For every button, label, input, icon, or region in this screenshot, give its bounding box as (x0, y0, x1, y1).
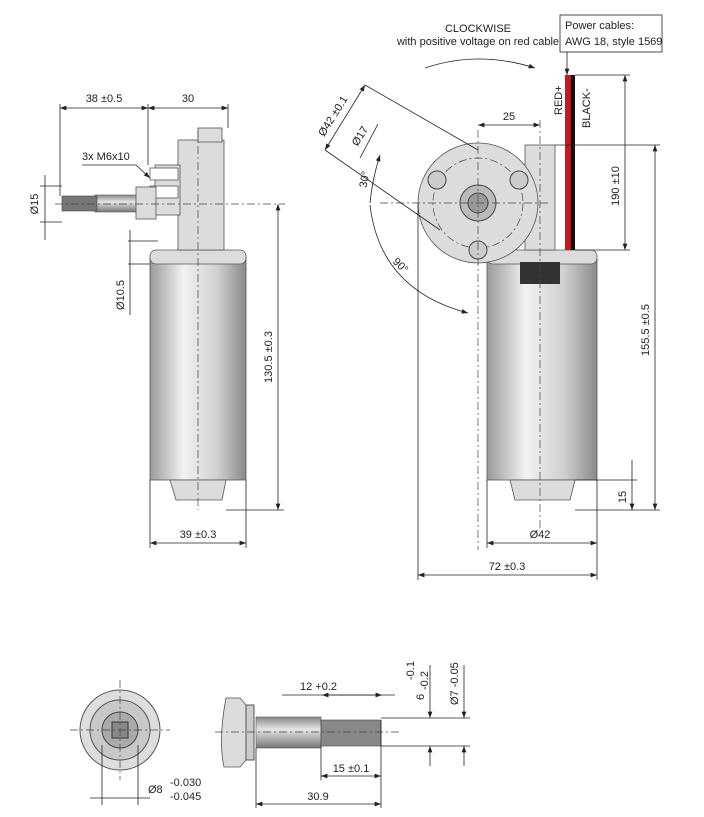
dim-shaft-total: 30.9 (307, 791, 328, 803)
dim-shaft-diameter: Ø8 (148, 784, 163, 796)
dim-end: 15 (617, 491, 629, 503)
dim-cable-length: 190 ±10 (610, 166, 622, 206)
dim-total-height: 155.5 ±0.5 (640, 304, 652, 356)
dim-shaft-tol-upper: -0.030 (170, 777, 201, 789)
output-shaft (94, 194, 138, 213)
dim-width: 39 ±0.3 (180, 529, 217, 541)
dim-flat-tol-lower: -0.2 (419, 671, 431, 690)
black-cable-label: BLACK- (581, 88, 593, 128)
dim-flat: 6 (415, 694, 427, 700)
motor-cylinder (486, 257, 598, 481)
dim-boss-diameter: Ø10.5 (115, 280, 127, 310)
gearbox-flange (177, 139, 225, 251)
dim-total-width: 72 ±0.3 (489, 561, 526, 573)
dim-shaft-tol-lower: -0.045 (170, 791, 201, 803)
power-cables-spec: AWG 18, style 1569 (565, 36, 662, 48)
dim-shaft-diameter: Ø15 (29, 194, 41, 215)
dim-flat-tol-upper: -0.1 (405, 661, 417, 680)
side-view: 38 ±0.5 30 3x M6x10 Ø15 Ø10.5 130.5 ±0.3… (29, 93, 285, 548)
dim-motor-diameter: Ø42 (530, 529, 551, 541)
red-cable (565, 75, 571, 250)
power-cables-title: Power cables: (565, 20, 634, 32)
dim-flange: 30 (182, 93, 194, 105)
dim-flat-length: 15 ±0.1 (333, 763, 370, 775)
angle-90: 90° (390, 256, 410, 276)
angle-30: 30° (358, 170, 373, 188)
dim-offset: 25 (503, 111, 515, 123)
front-view: CLOCKWISE with positive voltage on red c… (316, 14, 663, 580)
black-cable (571, 75, 575, 250)
dim-shaft-length: 38 ±0.5 (86, 93, 123, 105)
rotation-title: CLOCKWISE (445, 23, 511, 35)
clockwise-arrow-icon (424, 58, 536, 69)
shaft-end-view: Ø8 -0.030 -0.045 (70, 680, 201, 805)
dim-flat-start: 12 +0.2 (300, 681, 337, 693)
rotation-subtitle: with positive voltage on red cable (396, 36, 559, 48)
shaft-side-detail: 12 +0.2 15 ±0.1 30.9 6 -0.1 -0.2 Ø7 -0.0… (215, 661, 470, 808)
power-cables-box (559, 14, 663, 53)
red-cable-label: RED+ (553, 85, 565, 115)
dim-d-diameter: Ø7 -0.05 (449, 662, 461, 705)
screws-label: 3x M6x10 (82, 151, 130, 163)
dim-height: 130.5 ±0.3 (263, 331, 275, 383)
dim-hub: Ø17 (350, 124, 371, 148)
